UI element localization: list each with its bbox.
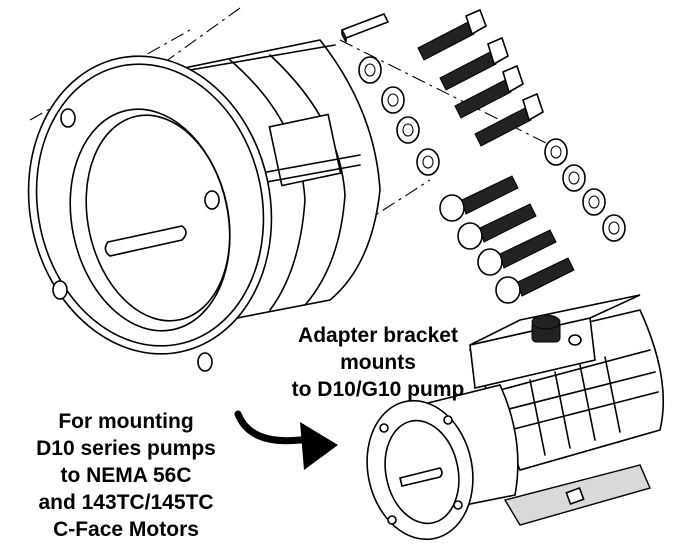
mounting-label-line: to NEMA 56C xyxy=(60,464,192,487)
adapter-bracket-large xyxy=(27,39,381,372)
mounting-label-line: and 143TC/145TC xyxy=(38,491,214,514)
socket-screws xyxy=(439,175,575,304)
adapter-label-line: Adapter bracket xyxy=(298,324,458,347)
adapter-label-line: mounts xyxy=(340,351,416,374)
assembled-motor xyxy=(366,294,665,541)
washers-left xyxy=(358,56,440,176)
key-part xyxy=(340,12,390,43)
hex-bolts xyxy=(417,8,544,147)
mounting-label: For mounting D10 series pumps to NEMA 56… xyxy=(10,408,242,543)
washers-right xyxy=(544,138,626,242)
mounting-label-line: D10 series pumps xyxy=(36,437,216,460)
mounting-label-line: C-Face Motors xyxy=(53,518,199,541)
curved-arrow-icon xyxy=(234,410,338,470)
mounting-label-line: For mounting xyxy=(58,410,194,433)
adapter-label: Adapter bracket mounts to D10/G10 pump xyxy=(268,322,488,403)
adapter-label-line: to D10/G10 pump xyxy=(291,378,465,401)
